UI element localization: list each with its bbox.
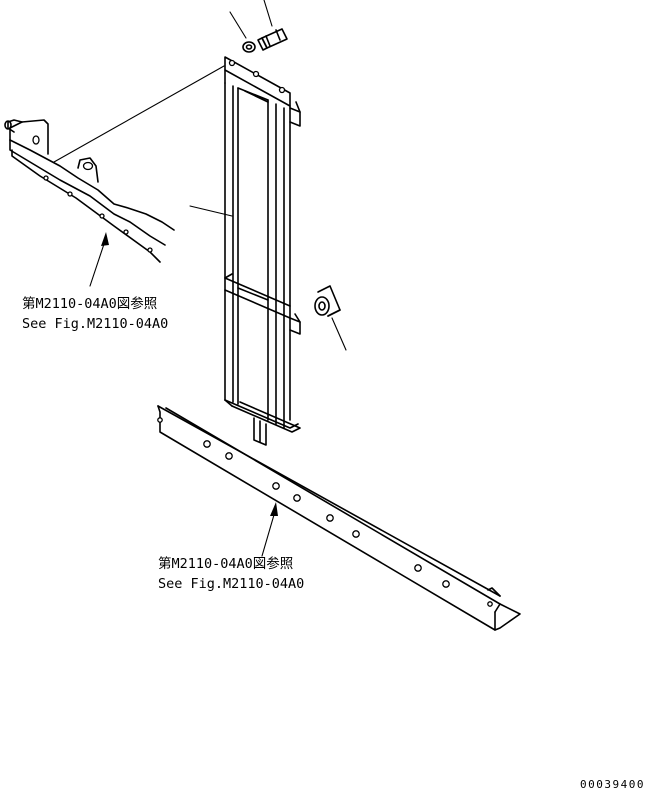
arrow-left-callout — [89, 232, 109, 287]
vertical-frame — [224, 56, 301, 446]
callout-lower-line2: See Fig.M2110-04A0 — [158, 576, 304, 592]
callout-upper-line2: See Fig.M2110-04A0 — [22, 316, 168, 332]
drawing-number: 00039400 — [580, 778, 645, 791]
left-cross-member — [4, 119, 175, 263]
bolt-part — [257, 28, 288, 51]
leader-left-member — [53, 65, 225, 163]
leader-frame — [189, 205, 233, 217]
callout-lower-line1: 第M2110-04A0図参照 — [158, 555, 293, 572]
arrow-lower-callout — [261, 502, 278, 557]
spacer-part — [314, 285, 341, 317]
leader-lines-top — [229, 0, 273, 39]
lower-angle-bar — [157, 405, 521, 631]
leader-spacer — [331, 317, 347, 351]
washer-part — [242, 41, 256, 53]
callout-upper-line1: 第M2110-04A0図参照 — [22, 295, 157, 312]
